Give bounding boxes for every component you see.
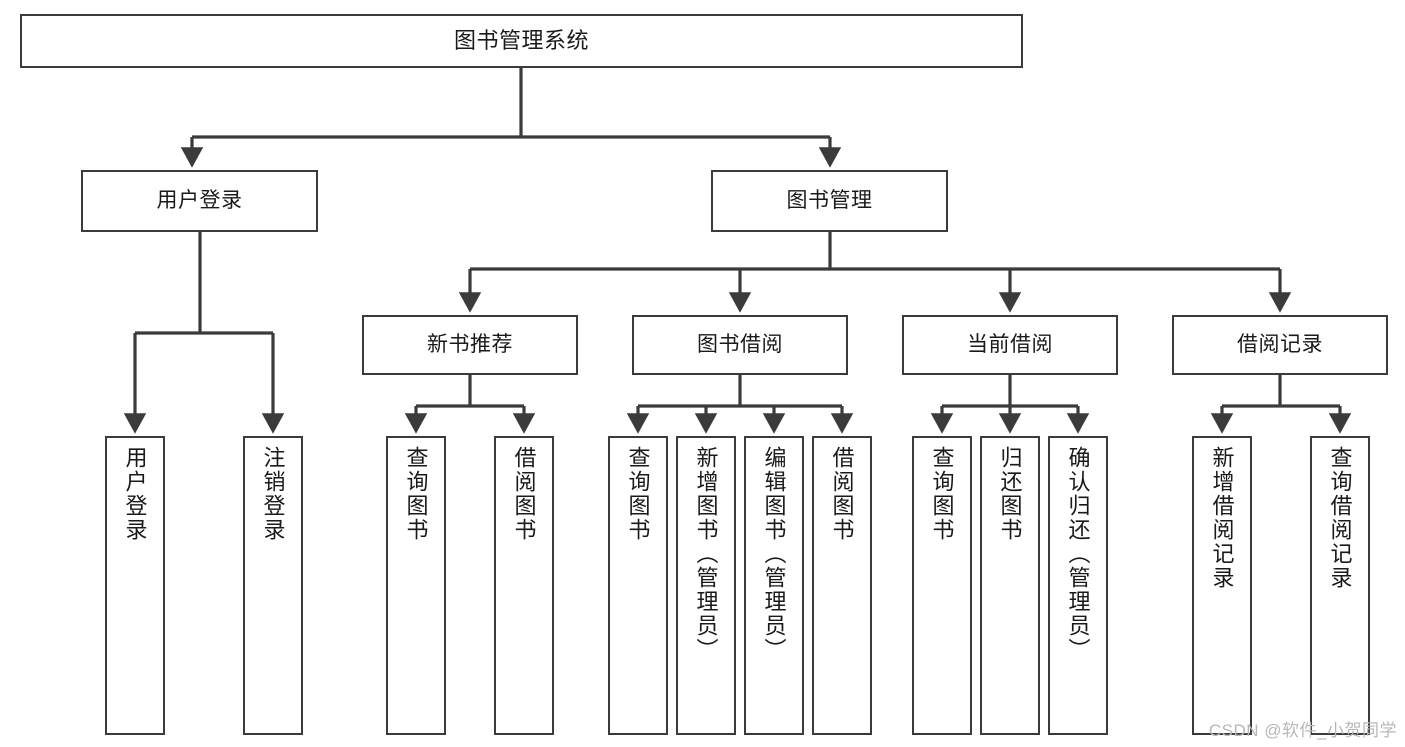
- node-label: 查询图书: [929, 446, 955, 542]
- node-label: 注销登录: [260, 446, 286, 542]
- node-current-borrow[interactable]: 当前借阅: [902, 315, 1118, 375]
- node-label: 新增图书（管理员）: [693, 446, 719, 662]
- node-label: 查询借阅记录: [1327, 446, 1353, 590]
- node-label: 图书管理: [786, 188, 873, 212]
- node-root-system[interactable]: 图书管理系统: [20, 14, 1023, 68]
- node-label: 新书推荐: [427, 332, 513, 356]
- node-label: 图书管理系统: [453, 28, 589, 54]
- leaf-query-borrow-record[interactable]: 查询借阅记录: [1310, 436, 1370, 735]
- leaf-borrow-book[interactable]: 借阅图书: [812, 436, 872, 735]
- node-label: 借阅图书: [829, 446, 855, 542]
- node-borrow-records[interactable]: 借阅记录: [1172, 315, 1388, 375]
- node-book-borrow[interactable]: 图书借阅: [632, 315, 848, 375]
- node-label: 用户登录: [156, 188, 243, 212]
- node-user-login-module[interactable]: 用户登录: [81, 170, 318, 232]
- leaf-add-borrow-record[interactable]: 新增借阅记录: [1192, 436, 1252, 735]
- node-label: 借阅记录: [1237, 332, 1323, 356]
- node-label: 归还图书: [997, 446, 1023, 542]
- leaf-return-book[interactable]: 归还图书: [980, 436, 1040, 735]
- node-label: 确认归还（管理员）: [1065, 446, 1091, 662]
- node-label: 编辑图书（管理员）: [761, 446, 787, 662]
- node-label: 查询图书: [403, 446, 429, 542]
- leaf-user-login[interactable]: 用户登录: [105, 436, 165, 735]
- leaf-logout[interactable]: 注销登录: [243, 436, 303, 735]
- watermark: CSDN @软件_小贺同学: [1208, 721, 1397, 740]
- node-label: 新增借阅记录: [1209, 446, 1235, 590]
- leaf-query-book-current[interactable]: 查询图书: [912, 436, 972, 735]
- node-label: 查询图书: [625, 446, 651, 542]
- leaf-edit-book-admin[interactable]: 编辑图书（管理员）: [744, 436, 804, 735]
- node-new-book-recommend[interactable]: 新书推荐: [362, 315, 578, 375]
- leaf-borrow-book-recommend[interactable]: 借阅图书: [494, 436, 554, 735]
- node-label: 图书借阅: [697, 332, 783, 356]
- leaf-add-book-admin[interactable]: 新增图书（管理员）: [676, 436, 736, 735]
- node-label: 当前借阅: [967, 332, 1053, 356]
- node-label: 用户登录: [122, 446, 148, 542]
- leaf-query-book-recommend[interactable]: 查询图书: [386, 436, 446, 735]
- leaf-confirm-return-admin[interactable]: 确认归还（管理员）: [1048, 436, 1108, 735]
- leaf-query-book-borrow[interactable]: 查询图书: [608, 436, 668, 735]
- node-label: 借阅图书: [511, 446, 537, 542]
- node-book-management-module[interactable]: 图书管理: [711, 170, 948, 232]
